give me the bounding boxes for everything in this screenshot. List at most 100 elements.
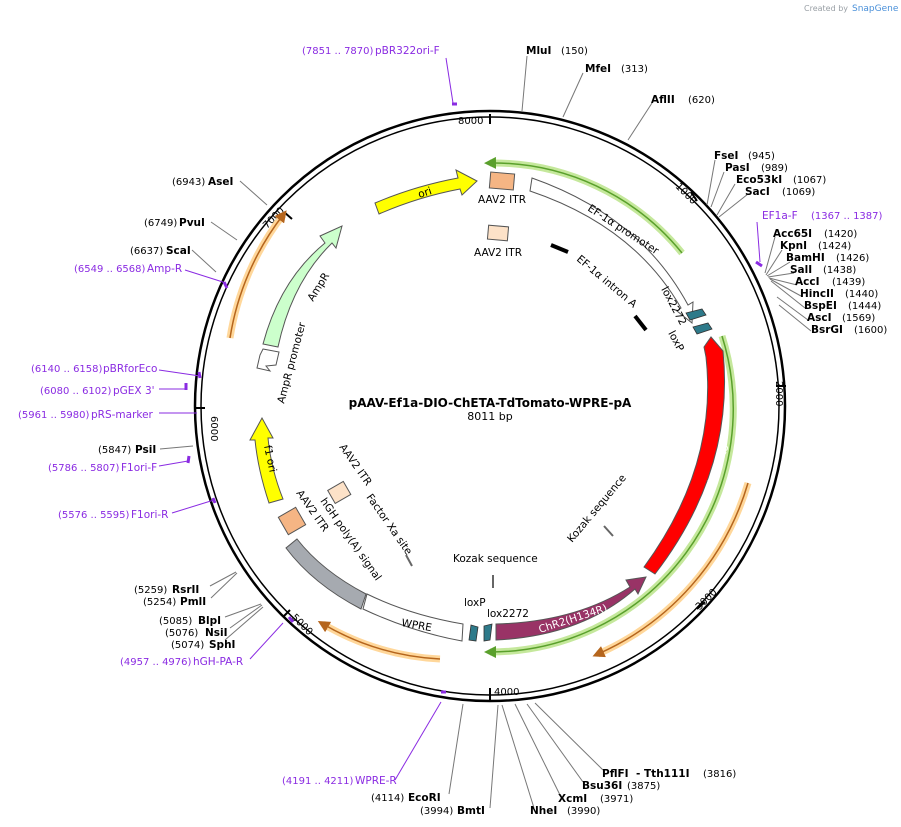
branding-name: SnapGene bbox=[852, 4, 899, 14]
site-name-psii: PsiI bbox=[135, 444, 156, 456]
site-pos-nsii: (5076) bbox=[165, 628, 198, 639]
site-name-eco53ki: Eco53kI bbox=[736, 174, 782, 186]
site-name-asci: AscI bbox=[807, 312, 832, 324]
feature-kozak-2 bbox=[603, 525, 614, 537]
feature-chr2[interactable] bbox=[495, 576, 647, 641]
primer-range-wpre-r: (4191 .. 4211) bbox=[282, 776, 354, 787]
site-name-sphi: SphI bbox=[209, 639, 235, 651]
label-f1-ori: f1 ori bbox=[261, 444, 278, 473]
feature-aav2-itr-top[interactable] bbox=[488, 171, 516, 191]
site-pos-kpni: (1424) bbox=[818, 241, 851, 252]
feature-lox2272-top[interactable] bbox=[685, 308, 707, 321]
feature-wpre[interactable] bbox=[362, 593, 464, 642]
label-ampr: AmpR bbox=[305, 271, 332, 304]
site-pos-xcmi: (3971) bbox=[600, 794, 633, 805]
restriction-site-labels: MluI (150) MfeI (313) AflII (620) FseI (… bbox=[98, 45, 887, 817]
site-name-bamhi: BamHI bbox=[786, 252, 825, 264]
feature-ef1a-intron-start bbox=[550, 243, 569, 254]
primer-range-hgh-pa-r: (4957 .. 4976) bbox=[120, 657, 192, 668]
feature-hgh-polya[interactable] bbox=[285, 538, 367, 610]
feature-ef1a-promoter[interactable] bbox=[529, 177, 694, 325]
primer-name-f1ori-f: F1ori-F bbox=[121, 462, 157, 474]
feature-aav2-itr-bottom[interactable] bbox=[277, 506, 307, 536]
feature-loxp-top[interactable] bbox=[692, 322, 713, 335]
site-name-bmti: BmtI bbox=[457, 805, 485, 817]
site-name-pflfi: PflFI bbox=[602, 768, 629, 780]
site-name-ecori: EcoRI bbox=[408, 792, 441, 804]
label-aav2-itr-inner: AAV2 ITR bbox=[474, 247, 522, 259]
tick-label-1000: 1000 bbox=[673, 181, 699, 207]
feature-lox2272-bottom[interactable] bbox=[483, 623, 493, 642]
primer-name-pbr322ori-f: pBR322ori-F bbox=[375, 45, 440, 57]
site-pos-blpi: (5085) bbox=[159, 616, 192, 627]
site-name-nhei: NheI bbox=[530, 805, 557, 817]
feature-aav2-itr-bottom-inner[interactable] bbox=[327, 480, 352, 505]
site-name-hincii: HincII bbox=[800, 288, 834, 300]
label-aav2-itr-bottom-inner: AAV2 ITR bbox=[337, 442, 374, 488]
site-pos-bsu36i: (3875) bbox=[627, 781, 660, 792]
label-ef1a-intron: EF-1α intron A bbox=[574, 253, 640, 311]
primer-labels: (7851 .. 7870) pBR322ori-F EF1a-F (1367 … bbox=[18, 45, 883, 787]
feature-aav2-itr-inner[interactable] bbox=[486, 224, 510, 242]
site-pos-scai: (6637) bbox=[130, 246, 163, 257]
primer-range-pgex3: (6080 .. 6102) bbox=[40, 386, 112, 397]
site-pos-tth111i: (3816) bbox=[703, 769, 736, 780]
gene-arrow-right bbox=[592, 482, 749, 658]
site-name-acc65i: Acc65I bbox=[773, 228, 812, 240]
feature-ampr[interactable] bbox=[262, 225, 343, 348]
backbone-outer-circle bbox=[193, 109, 787, 703]
primer-name-pbrforeco: pBRforEco bbox=[103, 363, 157, 375]
site-pos-acci: (1439) bbox=[832, 277, 865, 288]
site-name-fsei: FseI bbox=[714, 150, 738, 162]
site-name-pmli: PmlI bbox=[180, 596, 206, 608]
site-pos-mfei: (313) bbox=[621, 64, 648, 75]
site-pos-acc65i: (1420) bbox=[824, 229, 857, 240]
primer-range-f1ori-r: (5576 .. 5595) bbox=[58, 510, 130, 521]
feature-ori[interactable] bbox=[374, 169, 478, 215]
feature-ampr-promoter[interactable] bbox=[256, 348, 280, 372]
site-pos-mlui: (150) bbox=[561, 46, 588, 57]
label-kozak-2: Kozak sequence bbox=[565, 472, 629, 545]
tick-label-6000: 6000 bbox=[208, 416, 219, 441]
site-name-pvui: PvuI bbox=[179, 217, 205, 229]
site-pos-ecori: (4114) bbox=[371, 793, 404, 804]
site-name-xcmi: XcmI bbox=[558, 793, 587, 805]
tick-label-3000: 3000 bbox=[694, 587, 720, 613]
label-loxp-top: loxP bbox=[665, 329, 686, 354]
feature-loxp-bottom[interactable] bbox=[468, 624, 479, 642]
plasmid-length: 8011 bp bbox=[467, 410, 512, 423]
label-ori: ori bbox=[417, 185, 434, 201]
site-pos-pmli: (5254) bbox=[143, 597, 176, 608]
tick-label-4000: 4000 bbox=[494, 687, 519, 698]
site-pos-psii: (5847) bbox=[98, 445, 131, 456]
site-pos-bamhi: (1426) bbox=[836, 253, 869, 264]
site-name-bspei: BspEI bbox=[804, 300, 837, 312]
feature-factor-xa bbox=[405, 554, 413, 567]
site-name-pasi: PasI bbox=[725, 162, 750, 174]
site-pos-eco53ki: (1067) bbox=[793, 175, 826, 186]
site-pos-sali: (1438) bbox=[823, 265, 856, 276]
site-name-acci: AccI bbox=[795, 276, 819, 288]
site-name-mlui: MluI bbox=[526, 45, 551, 57]
site-pos-nhei: (3990) bbox=[567, 806, 600, 817]
label-wpre: WPRE bbox=[400, 617, 432, 634]
primer-name-hgh-pa-r: hGH-PA-R bbox=[193, 656, 243, 668]
label-aav2-itr-top: AAV2 ITR bbox=[478, 194, 526, 206]
primer-range-pbr322ori-f: (7851 .. 7870) bbox=[302, 46, 374, 57]
primer-name-ef1a-f: EF1a-F bbox=[762, 210, 798, 222]
feature-f1-ori[interactable] bbox=[249, 416, 284, 504]
site-name-tth111i: - Tth111I bbox=[636, 768, 690, 780]
site-pos-aflii: (620) bbox=[688, 95, 715, 106]
site-name-bsu36i: Bsu36I bbox=[582, 780, 622, 792]
label-loxp-bottom: loxP bbox=[464, 597, 486, 609]
label-kozak-1: Kozak sequence bbox=[453, 553, 538, 565]
site-name-sali: SalI bbox=[790, 264, 812, 276]
primer-range-amp-r: (6549 .. 6568) bbox=[74, 264, 146, 275]
branding-prefix: Created by bbox=[804, 4, 848, 13]
site-name-bsrgi: BsrGI bbox=[811, 324, 843, 336]
primer-name-f1ori-r: F1ori-R bbox=[131, 509, 168, 521]
feature-tdtomato[interactable] bbox=[643, 336, 726, 575]
primer-range-pbrforeco: (6140 .. 6158) bbox=[31, 364, 103, 375]
site-pos-rsrii: (5259) bbox=[134, 585, 167, 596]
